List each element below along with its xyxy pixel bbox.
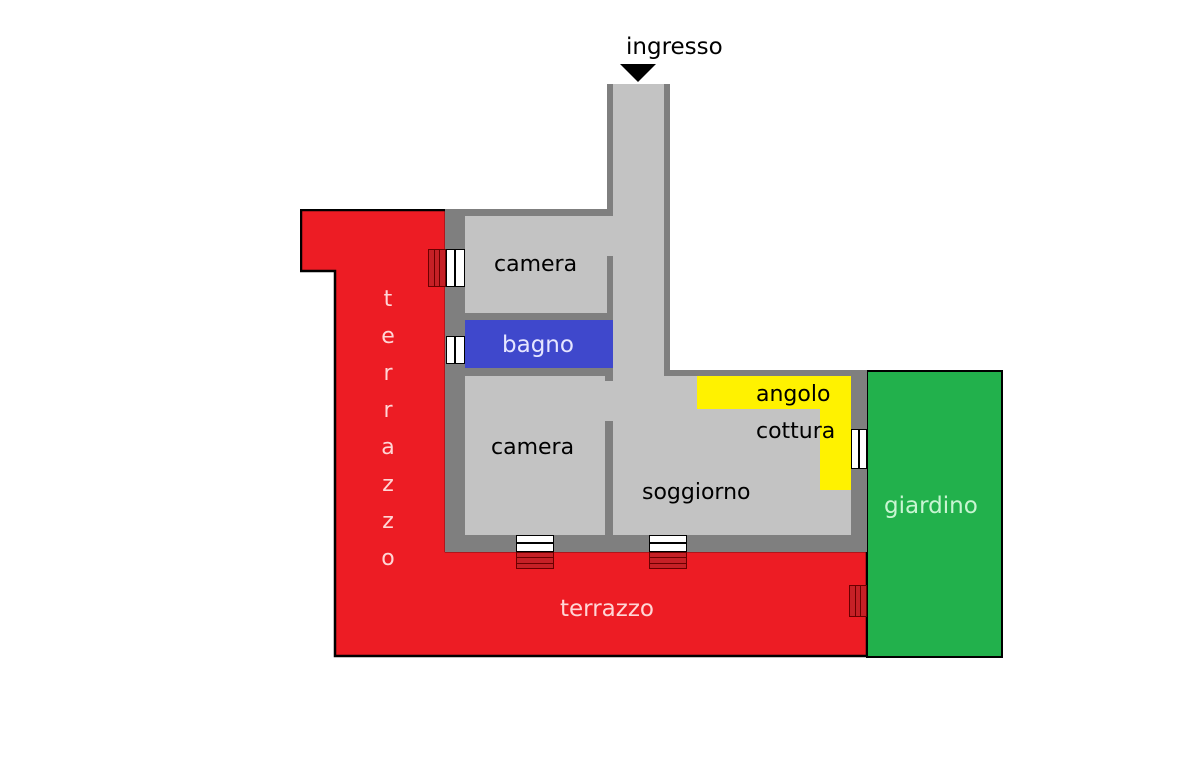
- entrance-arrow-icon: [620, 64, 656, 82]
- stairs-giardino: [849, 585, 867, 617]
- room-camera-bottom: [465, 376, 605, 535]
- entrance-opening: [622, 84, 655, 92]
- angolo-cottura-shape: [697, 376, 851, 490]
- angolo-cottura-area: [697, 376, 851, 490]
- room-bagno: [465, 320, 613, 368]
- terrazzo-bottom-label: terrazzo: [560, 596, 654, 622]
- terrazzo-letter: a: [381, 435, 395, 460]
- soggiorno-label: soggiorno: [642, 480, 751, 505]
- door-camera-bottom: [603, 381, 615, 421]
- terrazzo-left-label: t e r r a z z o: [378, 287, 398, 583]
- giardino-label: giardino: [884, 493, 978, 519]
- cottura-label: cottura: [756, 419, 836, 444]
- giardino-area: [866, 370, 1003, 658]
- terrazzo-letter: r: [383, 361, 393, 386]
- door-soggiorno-terrace: [649, 535, 687, 552]
- camera-bottom-label: camera: [491, 435, 575, 460]
- stairs-camera-bottom: [516, 552, 554, 569]
- entrance-label: ingresso: [626, 34, 723, 60]
- outside-cutout: [670, 209, 867, 370]
- terrazzo-letter: z: [382, 509, 394, 534]
- door-camera-top: [605, 216, 617, 256]
- camera-top-label: camera: [494, 252, 578, 277]
- terrazzo-letter: r: [383, 398, 393, 423]
- bagno-label: bagno: [502, 332, 574, 358]
- stairs-soggiorno: [649, 552, 687, 569]
- corridor-floor: [613, 84, 664, 376]
- door-camera-bottom-terrace: [516, 535, 554, 552]
- terrazzo-letter: o: [381, 546, 395, 571]
- room-camera-top: [465, 216, 607, 313]
- terrazzo-letter: t: [383, 287, 393, 312]
- angolo-label: angolo: [756, 382, 831, 407]
- window-bagno: [446, 336, 465, 364]
- terrazzo-letter: e: [381, 324, 395, 349]
- window-kitchen: [851, 429, 867, 469]
- window-camera-top: [446, 249, 465, 287]
- terrazzo-letter: z: [382, 472, 394, 497]
- stairs-top-left: [428, 249, 446, 287]
